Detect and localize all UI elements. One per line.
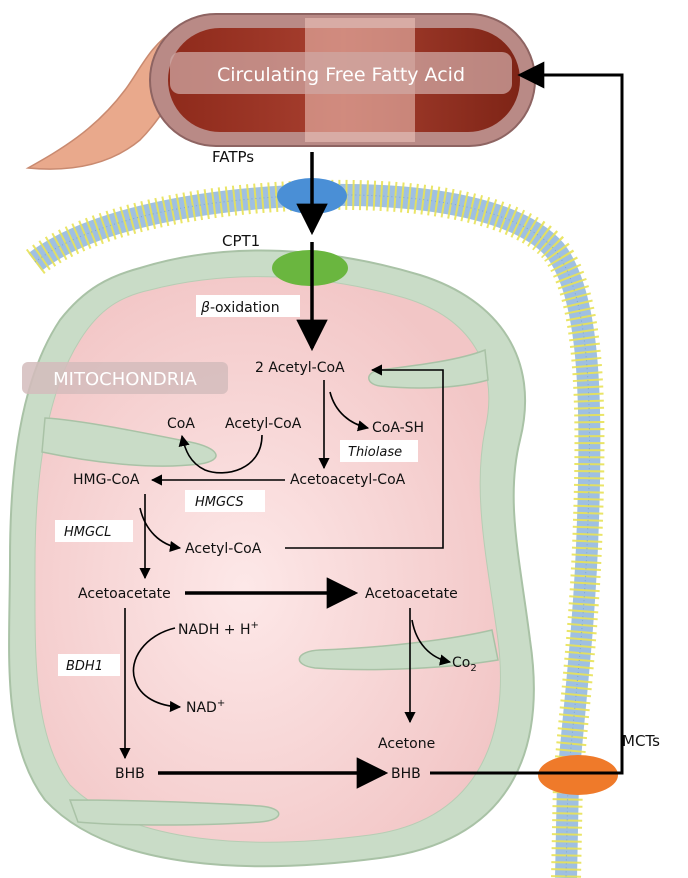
arrow-coa-sh-release bbox=[329, 391, 370, 432]
metabolite-acetone: Acetone bbox=[378, 736, 435, 752]
mito-label: MITOCHONDRIA bbox=[53, 369, 197, 390]
arrow-hmgcs-cofactor bbox=[178, 434, 263, 474]
metabolite-nad: NAD+ bbox=[186, 698, 225, 716]
fatps-label: FATPs bbox=[212, 148, 254, 166]
arrow-nadh-to-nad bbox=[132, 627, 182, 713]
enzyme-thiolase: Thiolase bbox=[348, 445, 402, 460]
metabolite-co2: Co2 bbox=[452, 655, 477, 674]
enzyme-bdh1: BDH1 bbox=[66, 659, 103, 674]
hmgcs-box bbox=[185, 490, 265, 512]
bdh1-box bbox=[58, 654, 120, 676]
metabolite-acetyl-coa-hmgcs: Acetyl-CoA bbox=[225, 416, 302, 432]
metabolite-nadh: NADH + H+ bbox=[178, 620, 259, 638]
cell-membrane bbox=[25, 179, 605, 878]
crista-left-upper bbox=[41, 417, 217, 467]
metabolite-acetyl-coa-hmgcl: Acetyl-CoA bbox=[185, 541, 262, 557]
vessel-title-box bbox=[170, 52, 512, 94]
blood-vessel: Circulating Free Fatty Acid bbox=[25, 13, 536, 170]
crista-bottom bbox=[68, 799, 280, 826]
metabolite-2-acetyl-coa: 2 Acetyl-CoA bbox=[255, 360, 345, 376]
thiolase-box bbox=[340, 440, 418, 462]
metabolite-acetoacetate-outer: Acetoacetate bbox=[365, 586, 458, 602]
mito-label-box bbox=[22, 362, 228, 394]
arrow-bhb-circulation bbox=[430, 61, 624, 775]
metabolite-coa: CoA bbox=[167, 416, 195, 432]
enzyme-hmgcl: HMGCL bbox=[64, 525, 111, 540]
hmgcl-box bbox=[55, 520, 133, 542]
arrow-co2-release bbox=[411, 619, 452, 666]
beta-ox-box bbox=[196, 295, 300, 317]
mct-transporter bbox=[538, 755, 618, 795]
cpt1-transporter bbox=[272, 250, 348, 286]
crista-top-right bbox=[368, 348, 489, 389]
metabolite-acetoacetyl-coa: Acetoacetyl-CoA bbox=[290, 472, 406, 488]
metabolite-bhb-inner: BHB bbox=[115, 766, 145, 782]
mito-matrix bbox=[34, 276, 501, 843]
metabolite-hmg-coa: HMG-CoA bbox=[73, 472, 140, 488]
arrow-acetyl-coa-recycle bbox=[285, 364, 444, 549]
metabolite-coa-sh: CoA-SH bbox=[372, 420, 424, 436]
cpt1-label: CPT1 bbox=[222, 232, 260, 250]
metabolite-bhb-outer: BHB bbox=[391, 766, 421, 782]
beta-ox-label: β-oxidation bbox=[200, 300, 280, 316]
vessel-title: Circulating Free Fatty Acid bbox=[217, 64, 465, 86]
enzyme-hmgcs: HMGCS bbox=[195, 495, 244, 510]
mcts-label: MCTs bbox=[622, 732, 660, 750]
arrow-acetyl-coa-release bbox=[139, 507, 182, 553]
metabolite-acetoacetate-inner: Acetoacetate bbox=[78, 586, 171, 602]
mitochondrion: MITOCHONDRIA bbox=[8, 249, 535, 868]
